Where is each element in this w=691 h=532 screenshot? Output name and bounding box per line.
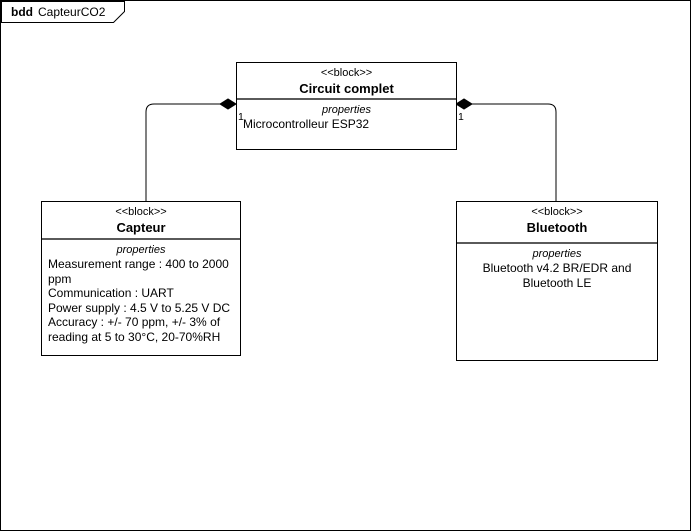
frame-tab-outline (1, 1, 125, 23)
property-line: Power supply : 4.5 V to 5.25 V DC (48, 300, 231, 315)
block-header: <<block>> Capteur (42, 202, 240, 240)
diagram-kind-label: bdd (11, 5, 33, 19)
compartment-label: properties (532, 248, 582, 260)
multiplicity-label-capteur-end: 1 (238, 111, 244, 123)
block-header: <<block>> Bluetooth (457, 202, 657, 244)
compartment-label: properties (116, 244, 166, 256)
stereotype-label: <<block>> (115, 206, 167, 218)
properties-compartment: properties Measurement range : 400 to 20… (42, 240, 240, 344)
properties-compartment: properties Microcontrolleur ESP32 (237, 100, 456, 132)
property-line: Microcontrolleur ESP32 (243, 117, 370, 131)
properties-compartment: properties Bluetooth v4.2 BR/EDR and Blu… (457, 244, 657, 290)
block-name: Bluetooth (526, 220, 588, 235)
block-name: Capteur (116, 220, 166, 235)
diagram-title: CapteurCO2 (38, 5, 106, 19)
composition-diamond-bluetooth[interactable] (455, 98, 473, 110)
stereotype-label: <<block>> (320, 67, 373, 79)
composition-connector-bluetooth[interactable] (471, 103, 557, 201)
frame-tab: bdd CapteurCO2 (11, 5, 105, 19)
property-line: Communication : UART (48, 286, 174, 300)
property-line: Bluetooth v4.2 BR/EDR and Bluetooth LE (482, 261, 632, 290)
block-header: <<block>> Circuit complet (237, 63, 456, 100)
block-circuit-complet[interactable]: <<block>> Circuit complet properties Mic… (236, 62, 457, 150)
block-capteur[interactable]: <<block>> Capteur properties Measurement… (41, 201, 241, 356)
stereotype-label: <<block>> (531, 206, 583, 218)
compartment-label: properties (322, 104, 371, 116)
composition-diamond-capteur[interactable] (219, 98, 237, 110)
property-line: Accuracy : +/- 70 ppm, +/- 3% of reading… (48, 315, 221, 344)
block-name: Circuit complet (299, 81, 394, 96)
composition-connector-capteur[interactable] (145, 103, 221, 201)
block-bluetooth[interactable]: <<block>> Bluetooth properties Bluetooth… (456, 201, 658, 361)
property-line: Measurement range : 400 to 2000 ppm (48, 257, 229, 286)
multiplicity-label-bluetooth-end: 1 (458, 111, 464, 123)
